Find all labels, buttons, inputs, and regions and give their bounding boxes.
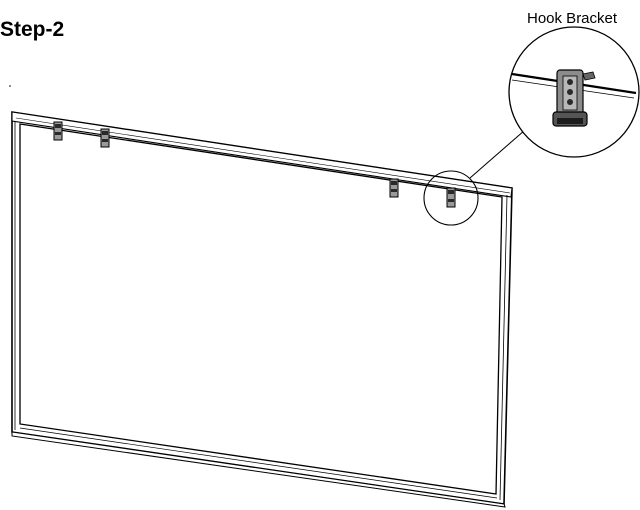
panel-inner-edge <box>19 123 503 495</box>
callout-leader-line <box>469 129 526 179</box>
hook-bracket-zoom-callout <box>508 26 640 158</box>
hook-bracket-icon <box>552 69 596 127</box>
step-title: Step-2 <box>0 18 65 41</box>
hook-bracket-4 <box>446 187 456 208</box>
hook-bracket-3 <box>389 178 399 198</box>
hook-bracket-2 <box>100 128 110 148</box>
panel-bottom-bezel <box>11 431 506 508</box>
panel-top-bezel <box>11 111 513 198</box>
hook-bracket-label: Hook Bracket <box>527 10 618 27</box>
tv-panel <box>11 111 513 508</box>
bracket-highlight-circle <box>423 170 479 226</box>
hook-bracket-1 <box>53 121 63 141</box>
